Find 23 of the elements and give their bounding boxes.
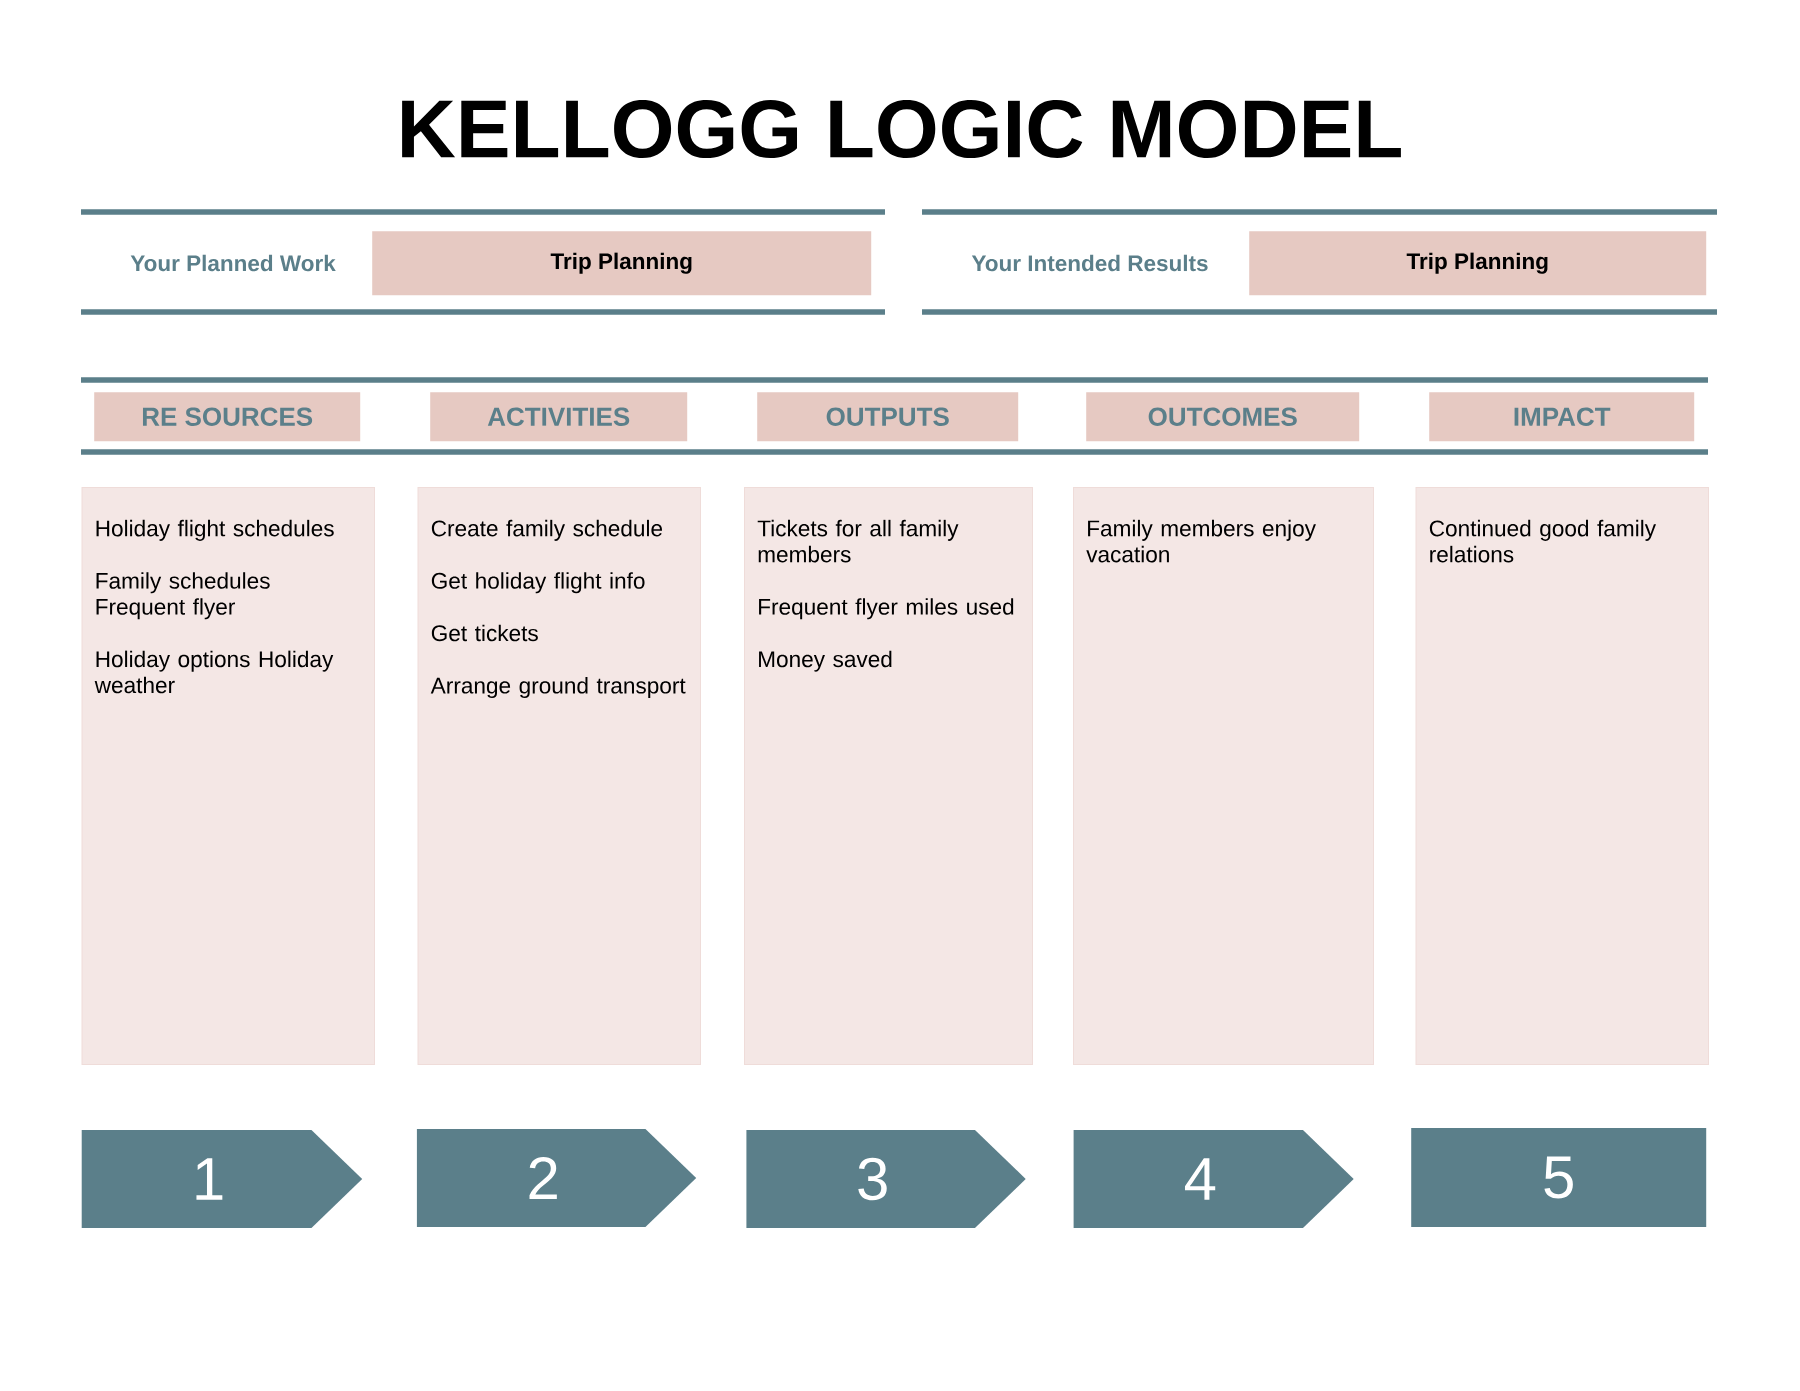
title: KELLOGG LOGIC MODEL [402, 100, 1401, 158]
list-item: Frequent flyer miles used [759, 598, 1014, 620]
list-item: Money saved [759, 650, 892, 672]
list-item: Family schedules Frequent flyer [96, 572, 270, 620]
list-item: Continued good family relations [1429, 519, 1656, 563]
list-item: Holiday options Holiday weather [94, 650, 334, 694]
field-label: Your Intended Results [971, 254, 1208, 272]
column-header: RE SOURCES [94, 392, 361, 442]
column-header: OUTPUTS [757, 392, 1019, 442]
field-box: Trip Planning [372, 231, 872, 296]
list-item: Arrange ground transport [430, 677, 686, 699]
list-item: Get tickets [431, 624, 538, 642]
list-item: Tickets for all family members [757, 519, 959, 563]
list-item: Create family schedule [431, 519, 663, 541]
column-header: ACTIVITIES [430, 392, 688, 442]
list-item: Holiday flight schedules [96, 519, 334, 541]
field-box: Trip Planning [1249, 231, 1707, 296]
column-header: OUTCOMES [1086, 392, 1360, 442]
list-item: Family members enjoy vacation [1086, 519, 1316, 563]
column-header: IMPACT [1429, 392, 1695, 442]
list-item: Get holiday flight info [431, 572, 645, 594]
field-label: Your Planned Work [130, 254, 336, 272]
step-box: 5 [1411, 1128, 1707, 1227]
